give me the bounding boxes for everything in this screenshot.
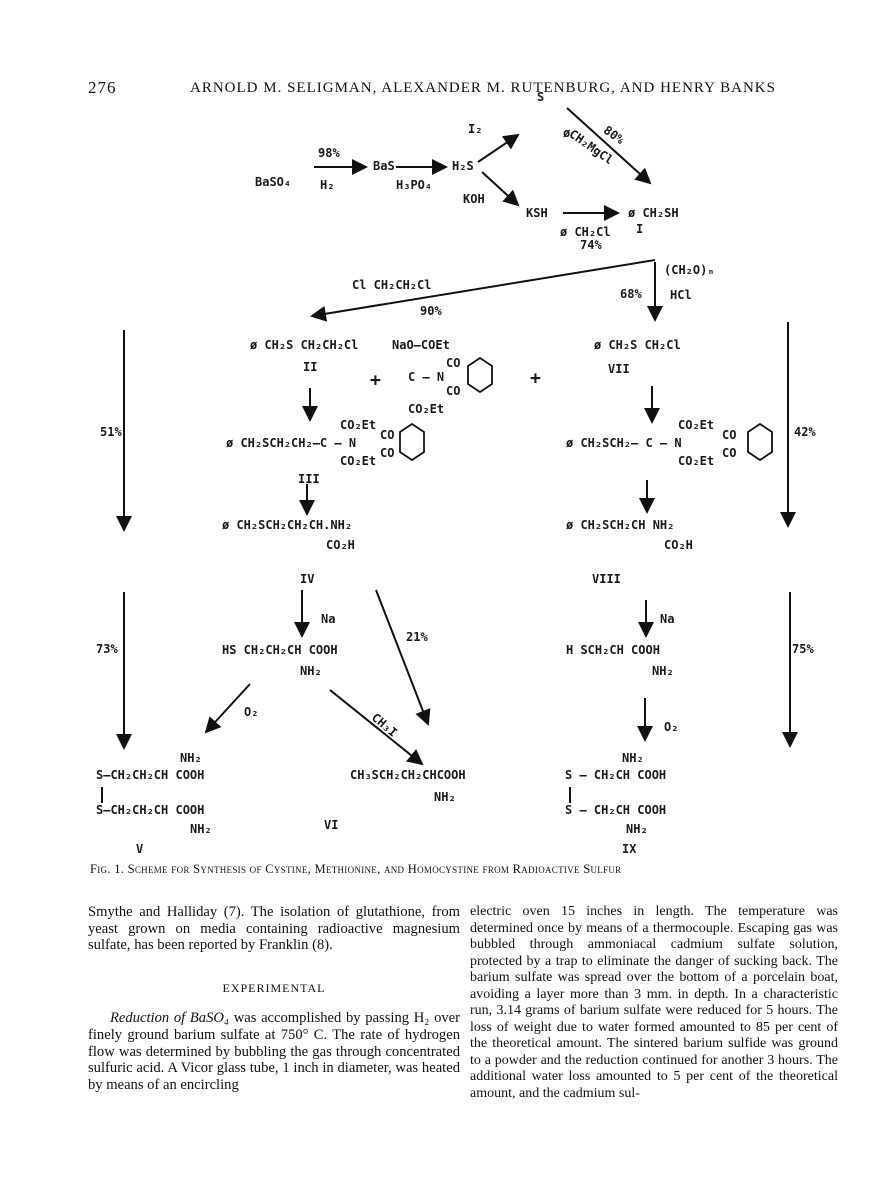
paragraph: electric oven 15 inches in length. The t… — [470, 904, 838, 1101]
paragraph-text: was accomplished by passing H₂ over fine… — [88, 1010, 460, 1093]
page-number: 276 — [88, 78, 117, 97]
compound-number-I: I — [636, 222, 644, 236]
reagent-koh: KOH — [463, 192, 485, 206]
reagent-o2: O₂ — [244, 705, 259, 719]
compound-VII-co-lower: CO — [722, 446, 737, 460]
formula-s: S — [537, 90, 545, 104]
compound-IV-co2h: CO₂H — [326, 538, 355, 552]
running-header-authors: ARNOLD M. SELIGMAN, ALEXANDER M. RUTENBU… — [190, 80, 776, 96]
yield-21: 21% — [406, 630, 428, 644]
yield-90: 90% — [420, 304, 442, 318]
arrow-IV-VI — [375, 589, 431, 726]
cysteine-nh2: NH₂ — [652, 664, 674, 678]
compound-VIII-co2h: CO₂H — [664, 538, 693, 552]
paragraph-run-in-heading: Reduction of BaSO₄ — [110, 1010, 230, 1027]
text-column-right: electric oven 15 inches in length. The t… — [470, 904, 838, 1102]
compound-VII-co2et-lower: CO₂Et — [678, 454, 715, 468]
compound-VII: ø CH₂S CH₂Cl — [594, 338, 681, 352]
compound-number-IV: IV — [300, 572, 315, 586]
paragraph: Reduction of BaSO₄ was accomplished by p… — [88, 1010, 460, 1093]
reagent-h2: H₂ — [320, 178, 335, 192]
phenyl-symbol: ø — [563, 126, 571, 140]
reagent-na: Na — [660, 612, 675, 626]
compound-V-nh2-lower: NH₂ — [190, 822, 212, 836]
benzene-ring-3 — [747, 422, 773, 462]
compound-VII-malonate: ø CH₂SCH₂– C – N — [566, 436, 682, 450]
text-column-left: Smythe and Halliday (7). The isolation o… — [88, 904, 460, 1093]
compound-number-VIII: VIII — [592, 572, 621, 586]
compound-VI-methionine: CH₃SCH₂CH₂CHCOOH — [350, 768, 466, 782]
disulfide-bond-V — [101, 787, 103, 803]
arrow-homocysteine-V — [204, 683, 251, 734]
arrow-homocysteine-VI — [329, 689, 424, 766]
malonate-co2et: CO₂Et — [408, 402, 445, 416]
formula-baso4: BaSO₄ — [255, 175, 292, 189]
yield-74: 74% — [580, 238, 602, 252]
compound-III: ø CH₂SCH₂CH₂–C – N — [226, 436, 357, 450]
yield-75: 75% — [792, 642, 814, 656]
reagent-o2: O₂ — [664, 720, 679, 734]
compound-III-co-lower: CO — [380, 446, 395, 460]
yield-98: 98% — [318, 146, 340, 160]
compound-III-co-upper: CO — [380, 428, 395, 442]
reagent-sodium-malonate: NaO–COEt — [392, 338, 450, 352]
compound-IX-nh2-lower: NH₂ — [626, 822, 648, 836]
plus-sign: + — [530, 368, 541, 389]
reagent-benzyl-chloride: ø CH₂Cl — [560, 225, 611, 239]
reagent-h3po4: H₃PO₄ — [396, 178, 433, 192]
reagent-dichloroethane: Cl CH₂CH₂Cl — [352, 278, 432, 292]
compound-VIII: ø CH₂SCH₂CH NH₂ — [566, 518, 675, 532]
formula-ksh: KSH — [526, 206, 548, 220]
compound-number-V: V — [136, 842, 144, 856]
reagent-hcl: HCl — [670, 288, 692, 302]
compound-number-VI: VI — [324, 818, 339, 832]
yield-68: 68% — [620, 287, 642, 301]
compound-VI-nh2: NH₂ — [434, 790, 456, 804]
malonate-co-lower: CO — [446, 384, 461, 398]
compound-VII-co-upper: CO — [722, 428, 737, 442]
malonate-co-upper: CO — [446, 356, 461, 370]
yield-51: 51% — [100, 425, 122, 439]
homocysteine-nh2: NH₂ — [300, 664, 322, 678]
paragraph: Smythe and Halliday (7). The isolation o… — [88, 904, 460, 954]
compound-V-nh2-upper: NH₂ — [180, 751, 202, 765]
cysteine: H SCH₂CH COOH — [566, 643, 660, 657]
compound-V-upper: S–CH₂CH₂CH COOH — [96, 768, 205, 782]
compound-IX-nh2-upper: NH₂ — [622, 751, 644, 765]
reaction-arrows — [116, 107, 798, 766]
compound-VII-co2et-upper: CO₂Et — [678, 418, 715, 432]
compound-III-co2et-upper: CO₂Et — [340, 418, 377, 432]
benzene-ring-1 — [467, 356, 493, 394]
compound-V-lower: S–CH₂CH₂CH COOH — [96, 803, 205, 817]
section-heading-experimental: EXPERIMENTAL — [222, 980, 326, 995]
compound-number-VII: VII — [608, 362, 630, 376]
reagent-i2: I₂ — [468, 122, 483, 136]
yield-73: 73% — [96, 642, 118, 656]
benzene-ring-2 — [399, 422, 425, 462]
malonate-c-n: C – N — [408, 370, 445, 384]
formula-h2s: H₂S — [452, 159, 474, 173]
arrow-h2s-s — [477, 133, 520, 163]
compound-number-IX: IX — [622, 842, 637, 856]
yield-42: 42% — [794, 425, 816, 439]
reagent-na: Na — [321, 612, 336, 626]
arrow-mercaptan-II — [310, 259, 656, 322]
compound-II: ø CH₂S CH₂CH₂Cl — [250, 338, 359, 352]
arrow-s-mercaptan — [566, 107, 652, 185]
reagent-formaldehyde: (CH₂O)ₙ — [664, 263, 715, 277]
compound-III-co2et-lower: CO₂Et — [340, 454, 377, 468]
formula-bas: BaS — [373, 159, 395, 173]
compound-number-III: III — [298, 472, 320, 486]
compound-number-II: II — [303, 360, 318, 374]
arrow-h2s-ksh — [481, 171, 520, 207]
homocysteine: HS CH₂CH₂CH COOH — [222, 643, 338, 657]
compound-IX-lower: S – CH₂CH COOH — [565, 803, 667, 817]
figure-caption: Fig. 1. Scheme for Synthesis of Cystine,… — [90, 862, 622, 876]
compound-IV: ø CH₂SCH₂CH₂CH.NH₂ — [222, 518, 353, 532]
compound-IX-upper: S – CH₂CH COOH — [565, 768, 667, 782]
compound-I-benzyl-mercaptan: ø CH₂SH — [628, 206, 679, 220]
disulfide-bond-IX — [569, 787, 571, 803]
plus-sign: + — [370, 370, 381, 391]
